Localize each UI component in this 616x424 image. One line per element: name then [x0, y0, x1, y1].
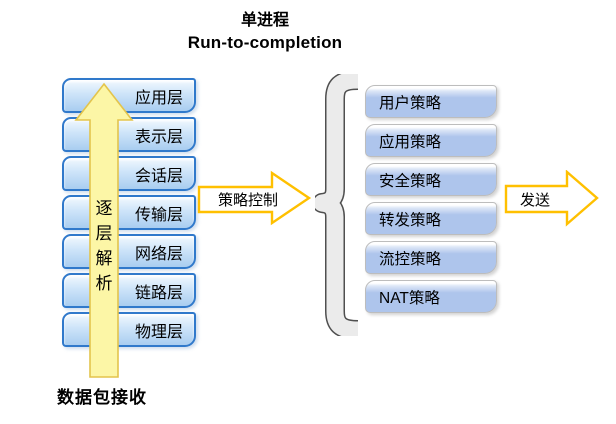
send-arrow-shape — [504, 170, 599, 227]
policy-label: 转发策略 — [379, 211, 442, 229]
policy-box-security: 安全策略 — [365, 163, 497, 196]
policy-control-arrow — [197, 170, 312, 226]
title-line-chinese: 单进程 — [240, 12, 289, 29]
left-curly-brace — [315, 74, 359, 336]
layer-box-link: 链路层 — [62, 273, 196, 308]
layer-label: 链路层 — [134, 284, 183, 302]
policy-box-forwarding: 转发策略 — [365, 202, 497, 235]
upward-parse-arrow — [74, 82, 134, 378]
send-arrow — [504, 170, 599, 227]
layer-label: 会话层 — [134, 167, 183, 185]
title-line-english: Run-to-completion — [187, 32, 343, 52]
packet-receive-label: 数据包接收 — [57, 388, 147, 407]
policy-label: 流控策略 — [379, 250, 442, 268]
upward-arrow-label: 逐层解析 — [95, 199, 113, 293]
layer-box-network: 网络层 — [62, 234, 196, 269]
policy-stack: 用户策略 应用策略 安全策略 转发策略 流控策略 NAT策略 — [365, 85, 497, 313]
send-label: 发送 — [519, 192, 550, 209]
policy-label: NAT策略 — [379, 289, 440, 307]
policy-box-application: 应用策略 — [365, 124, 497, 157]
brace-fill — [315, 74, 359, 336]
policy-box-nat: NAT策略 — [365, 280, 497, 313]
layer-box-application: 应用层 — [62, 78, 196, 113]
layer-label: 物理层 — [134, 323, 183, 341]
osi-layer-stack: 应用层 表示层 会话层 传输层 网络层 链路层 物理层 — [62, 78, 196, 347]
policy-box-user: 用户策略 — [365, 85, 497, 118]
layer-box-transport: 传输层 — [62, 195, 196, 230]
layer-label: 网络层 — [134, 245, 183, 263]
layer-label: 应用层 — [134, 89, 183, 107]
policy-label: 安全策略 — [379, 172, 442, 190]
up-arrow-shape — [74, 82, 134, 378]
diagram-title: 单进程 Run-to-completion — [140, 10, 390, 55]
layer-box-physical: 物理层 — [62, 312, 196, 347]
policy-label: 用户策略 — [379, 94, 442, 112]
policy-control-arrow-shape — [197, 170, 312, 226]
layer-label: 传输层 — [134, 206, 183, 224]
policy-box-flow-control: 流控策略 — [365, 241, 497, 274]
layer-label: 表示层 — [134, 128, 183, 146]
layer-box-presentation: 表示层 — [62, 117, 196, 152]
policy-label: 应用策略 — [379, 133, 442, 151]
layer-box-session: 会话层 — [62, 156, 196, 191]
policy-control-label: 策略控制 — [217, 192, 278, 209]
